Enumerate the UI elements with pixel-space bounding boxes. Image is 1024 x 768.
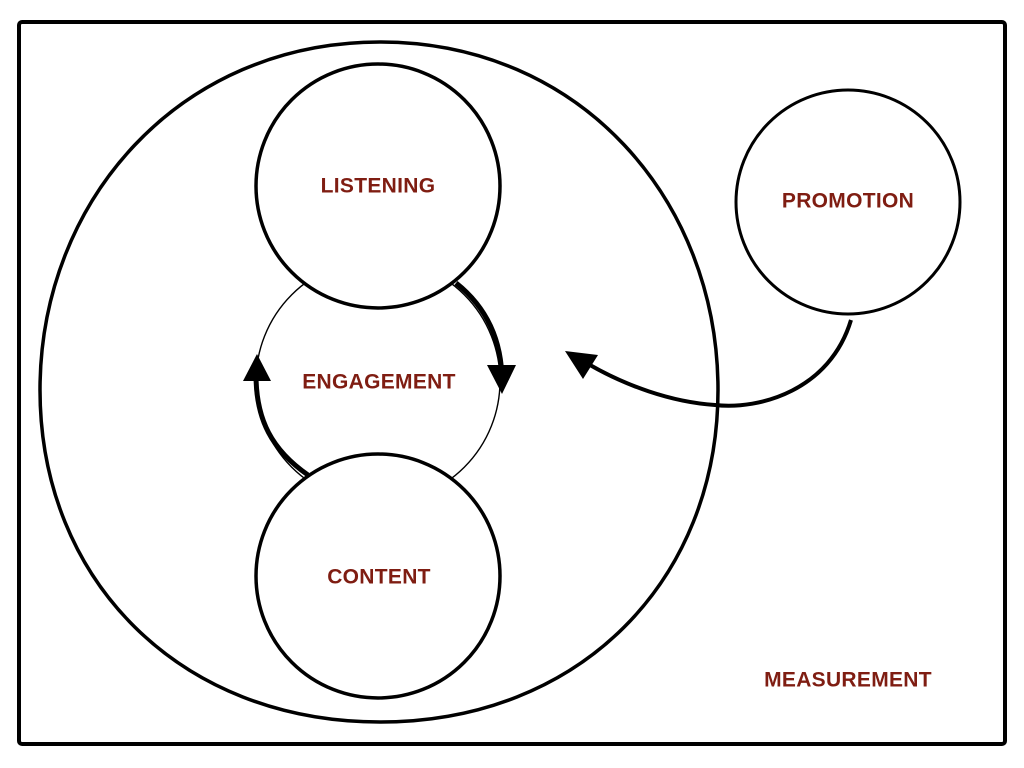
arrow-head-down bbox=[487, 365, 516, 394]
node-label-content: CONTENT bbox=[327, 566, 431, 589]
outer-circle bbox=[38, 40, 720, 724]
arrow-content-to-listening bbox=[253, 374, 310, 478]
node-label-engagement: ENGAGEMENT bbox=[302, 371, 456, 394]
arrow-promotion-to-engagement bbox=[589, 319, 853, 408]
promotion-circle bbox=[734, 88, 962, 316]
node-label-listening: LISTENING bbox=[321, 175, 436, 198]
node-label-measurement: MEASUREMENT bbox=[764, 669, 932, 692]
content-circle bbox=[254, 452, 502, 700]
arrow-head-up bbox=[243, 354, 271, 381]
node-label-promotion: PROMOTION bbox=[782, 190, 914, 213]
measurement-frame bbox=[17, 20, 1007, 746]
arrow-head-left bbox=[565, 351, 598, 379]
listening-circle bbox=[254, 62, 502, 310]
